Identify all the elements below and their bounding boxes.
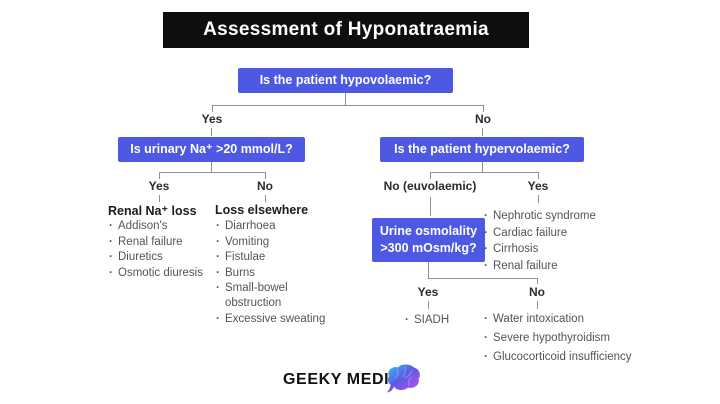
question-hypervolaemic: Is the patient hypervolaemic? bbox=[380, 137, 584, 162]
list-renal-na-loss: Addison's Renal failure Diuretics Osmoti… bbox=[108, 219, 213, 281]
list-loss-elsewhere: Diarrhoea Vomiting Fistulae Burns Small-… bbox=[215, 219, 333, 327]
list-item: Osmotic diuresis bbox=[108, 266, 213, 281]
connector-line bbox=[265, 172, 266, 179]
list-item: Renal failure bbox=[483, 258, 623, 274]
connector-line bbox=[159, 172, 160, 179]
page-title: Assessment of Hyponatraemia bbox=[163, 12, 529, 48]
branch-label-no: No bbox=[475, 112, 491, 126]
list-item: Vomiting bbox=[215, 235, 333, 250]
branch-label-yes: Yes bbox=[148, 179, 170, 193]
branch-label-no-euvolaemic: No (euvolaemic) bbox=[383, 179, 477, 193]
question-hypovolaemic: Is the patient hypovolaemic? bbox=[238, 68, 453, 93]
connector-line bbox=[537, 301, 538, 309]
question-line-2: >300 mOsm/kg? bbox=[380, 241, 477, 255]
list-item: Excessive sweating bbox=[215, 312, 333, 327]
list-item: Glucocorticoid insufficiency bbox=[483, 348, 658, 367]
branch-label-no: No bbox=[257, 179, 273, 193]
connector-line bbox=[483, 105, 484, 112]
list-item: Cirrhosis bbox=[483, 241, 623, 257]
connector-line bbox=[212, 105, 484, 106]
list-item: Burns bbox=[215, 266, 333, 281]
connector-line bbox=[211, 128, 212, 136]
question-urinary-sodium: Is urinary Na⁺ >20 mmol/L? bbox=[118, 137, 305, 162]
connector-line bbox=[345, 93, 346, 105]
connector-line bbox=[428, 301, 429, 309]
list-hypervolaemic-causes: Nephrotic syndrome Cardiac failure Cirrh… bbox=[483, 208, 623, 274]
list-item: Severe hypothyroidism bbox=[483, 329, 658, 348]
geeky-medics-logo: GEEKY MEDICS bbox=[283, 371, 413, 388]
connector-line bbox=[430, 172, 431, 179]
connector-line bbox=[430, 197, 431, 216]
connector-line bbox=[430, 172, 539, 173]
list-item: Small-bowel obstruction bbox=[215, 281, 333, 311]
connector-line bbox=[428, 278, 538, 279]
brain-icon bbox=[383, 362, 423, 401]
list-item: Addison's bbox=[108, 219, 213, 234]
list-item: Renal failure bbox=[108, 235, 213, 250]
connector-line bbox=[482, 128, 483, 136]
connector-line bbox=[265, 195, 266, 202]
connector-line bbox=[538, 195, 539, 203]
question-line-1: Urine osmolality bbox=[379, 224, 478, 238]
list-item: Diarrhoea bbox=[215, 219, 333, 234]
branch-label-yes: Yes bbox=[417, 285, 439, 299]
list-siadh: SIADH bbox=[404, 312, 484, 329]
list-low-osmolality-causes: Water intoxication Severe hypothyroidism… bbox=[483, 310, 658, 367]
branch-label-yes: Yes bbox=[201, 112, 223, 126]
list-item: SIADH bbox=[404, 312, 484, 328]
branch-label-no: No bbox=[529, 285, 545, 299]
branch-label-yes: Yes bbox=[527, 179, 549, 193]
connector-line bbox=[537, 278, 538, 284]
list-item: Water intoxication bbox=[483, 310, 658, 329]
heading-renal-na-loss: Renal Na⁺ loss bbox=[108, 204, 197, 218]
connector-line bbox=[159, 195, 160, 202]
list-item: Fistulae bbox=[215, 250, 333, 265]
question-urine-osmolality: Urine osmolality >300 mOsm/kg? bbox=[372, 218, 485, 262]
connector-line bbox=[428, 262, 429, 278]
connector-line bbox=[212, 105, 213, 112]
list-item: Nephrotic syndrome bbox=[483, 208, 623, 224]
list-item: Diuretics bbox=[108, 250, 213, 265]
connector-line bbox=[482, 162, 483, 172]
heading-loss-elsewhere: Loss elsewhere bbox=[215, 203, 309, 217]
connector-line bbox=[538, 172, 539, 179]
list-item: Cardiac failure bbox=[483, 225, 623, 241]
connector-line bbox=[211, 162, 212, 172]
connector-line bbox=[159, 172, 266, 173]
